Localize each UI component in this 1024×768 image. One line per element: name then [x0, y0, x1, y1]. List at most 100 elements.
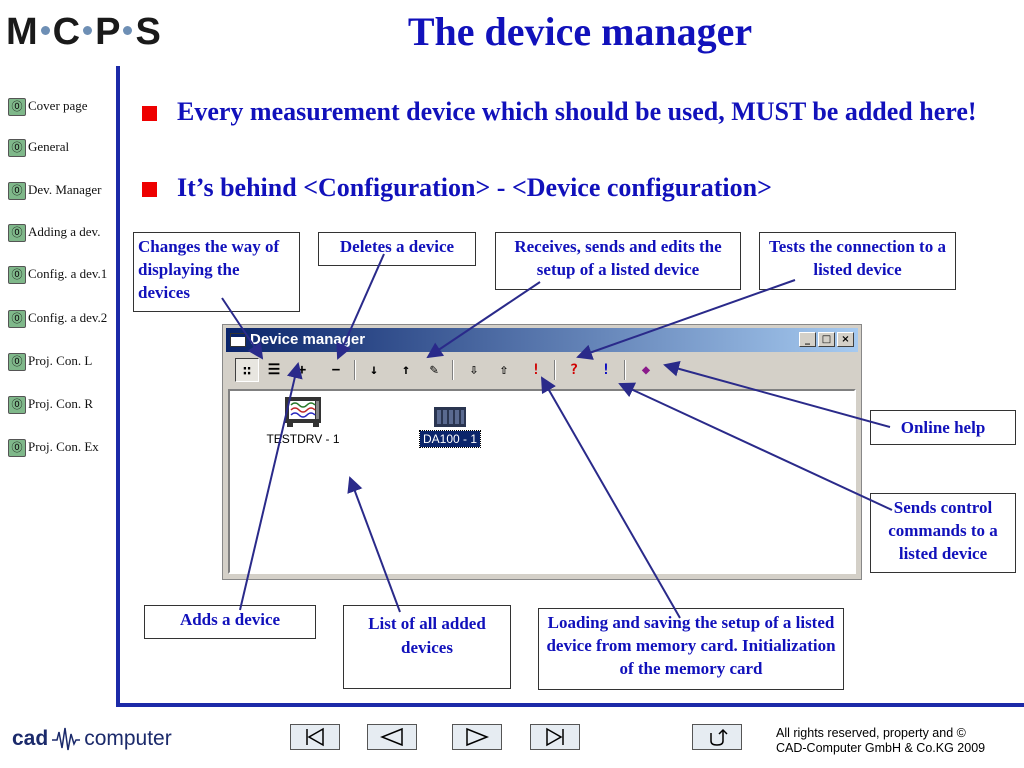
- waveform-logo-icon: [52, 727, 81, 751]
- bullet-square-icon: [142, 106, 157, 121]
- save-memory-card-button[interactable]: ⇧: [492, 358, 516, 382]
- control-commands-icon: !: [601, 362, 611, 378]
- window-titlebar[interactable]: Device manager _ □ ×: [226, 328, 858, 352]
- last-slide-icon: [546, 727, 564, 747]
- vertical-divider: [116, 66, 120, 706]
- device-manager-window: Device manager _ □ × ∷ ☰ + − ↓ ↑ ✎ ⇩ ⇧ !…: [222, 324, 862, 580]
- window-title: Device manager: [250, 331, 366, 348]
- nav-bullet-icon: ⓪: [8, 266, 26, 284]
- logo-letter-m: M: [6, 10, 38, 53]
- page-title: The device manager: [407, 9, 753, 54]
- callout-delete-device: Deletes a device: [318, 232, 476, 266]
- minimize-button[interactable]: _: [799, 332, 816, 347]
- previous-slide-button[interactable]: [367, 724, 417, 750]
- logo-letter-p: P: [95, 10, 121, 53]
- nav-bullet-icon: ⓪: [8, 310, 26, 328]
- callout-display-mode: Changes the way of displaying the device…: [133, 232, 300, 312]
- sidebar-item-label: Proj. Con. L: [28, 353, 93, 368]
- data-logger-device-icon: [434, 407, 466, 427]
- load-memory-card-button[interactable]: ⇩: [462, 358, 486, 382]
- sidebar-item-label: Config. a dev.2: [28, 310, 108, 325]
- first-slide-icon: [306, 727, 324, 747]
- send-setup-button[interactable]: ↑: [394, 358, 418, 382]
- receive-setup-button[interactable]: ↓: [362, 358, 386, 382]
- test-connection-icon: ?: [569, 362, 579, 378]
- view-toggle-button[interactable]: ∷: [235, 358, 259, 382]
- maximize-button[interactable]: □: [818, 332, 835, 347]
- sidebar-item-label: Config. a dev.1: [28, 266, 108, 281]
- callout-setup: Receives, sends and edits the setup of a…: [495, 232, 741, 290]
- add-device-icon: +: [297, 362, 307, 378]
- toolbar-separator: [554, 360, 556, 380]
- device-manager-toolbar: ∷ ☰ + − ↓ ↑ ✎ ⇩ ⇧ ! ? ! ◆: [226, 355, 858, 385]
- callout-add-device: Adds a device: [144, 605, 316, 639]
- logo-computer-text: computer: [84, 727, 172, 750]
- callout-device-list: List of all added devices: [343, 605, 511, 689]
- nav-bullet-icon: ⓪: [8, 439, 26, 457]
- bullet-text: It’s behind <Configuration> - <Device co…: [177, 173, 772, 202]
- first-slide-button[interactable]: [290, 724, 340, 750]
- callout-online-help: Online help: [870, 410, 1016, 445]
- return-button[interactable]: [692, 724, 742, 750]
- callout-control-commands: Sends control commands to a listed devic…: [870, 493, 1016, 573]
- oscilloscope-device-icon: [285, 397, 321, 427]
- edit-setup-icon: ✎: [429, 362, 439, 378]
- horizontal-divider: [116, 703, 1024, 707]
- device-item-selected[interactable]: DA100 - 1: [410, 405, 490, 448]
- return-icon: [710, 728, 728, 746]
- logo-letter-c: C: [52, 10, 81, 53]
- view-toggle-icon: ∷: [242, 363, 252, 379]
- sidebar-item-label: General: [28, 139, 70, 154]
- last-slide-button[interactable]: [530, 724, 580, 750]
- nav-bullet-icon: ⓪: [8, 182, 26, 200]
- list-view-icon: ☰: [267, 362, 281, 378]
- edit-setup-button[interactable]: ✎: [422, 358, 446, 382]
- delete-device-button[interactable]: −: [324, 358, 348, 382]
- device-label: TESTDRV - 1: [266, 432, 340, 446]
- nav-bullet-icon: ⓪: [8, 396, 26, 414]
- init-memory-card-button[interactable]: !: [524, 358, 548, 382]
- load-memory-card-icon: ⇩: [469, 362, 479, 378]
- list-view-button[interactable]: ☰: [262, 358, 286, 382]
- logo-dot: [123, 25, 133, 35]
- nav-bullet-icon: ⓪: [8, 139, 26, 157]
- copyright-notice: All rights reserved, property and © CAD-…: [776, 726, 1022, 756]
- add-device-button[interactable]: +: [290, 358, 314, 382]
- next-slide-button[interactable]: [452, 724, 502, 750]
- copyright-line: CAD-Computer GmbH & Co.KG 2009: [776, 741, 986, 755]
- control-commands-button[interactable]: !: [594, 358, 618, 382]
- bullet-point: Every measurement device which should be…: [142, 94, 992, 130]
- logo-dot: [40, 25, 50, 35]
- callout-memory-card: Loading and saving the setup of a listed…: [538, 608, 844, 690]
- online-help-button[interactable]: ◆: [634, 358, 658, 382]
- nav-bullet-icon: ⓪: [8, 98, 26, 116]
- logo-cad-text: cad: [12, 727, 49, 750]
- callout-test-connection: Tests the connection to a listed device: [759, 232, 956, 290]
- toolbar-separator: [624, 360, 626, 380]
- save-memory-card-icon: ⇧: [499, 362, 509, 378]
- receive-setup-icon: ↓: [369, 362, 379, 378]
- device-label: DA100 - 1: [418, 430, 482, 448]
- close-button[interactable]: ×: [837, 332, 854, 347]
- sidebar-item-label: Proj. Con. Ex: [28, 439, 99, 454]
- send-setup-icon: ↑: [401, 362, 411, 378]
- window-icon: [230, 333, 246, 347]
- toolbar-separator: [452, 360, 454, 380]
- device-item[interactable]: TESTDRV - 1: [258, 395, 348, 447]
- delete-device-icon: −: [331, 362, 341, 378]
- logo-dot: [83, 25, 93, 35]
- test-connection-button[interactable]: ?: [562, 358, 586, 382]
- bullet-square-icon: [142, 182, 157, 197]
- sidebar-item-label: Dev. Manager: [28, 182, 102, 197]
- device-list[interactable]: TESTDRV - 1 DA100 - 1: [228, 389, 856, 574]
